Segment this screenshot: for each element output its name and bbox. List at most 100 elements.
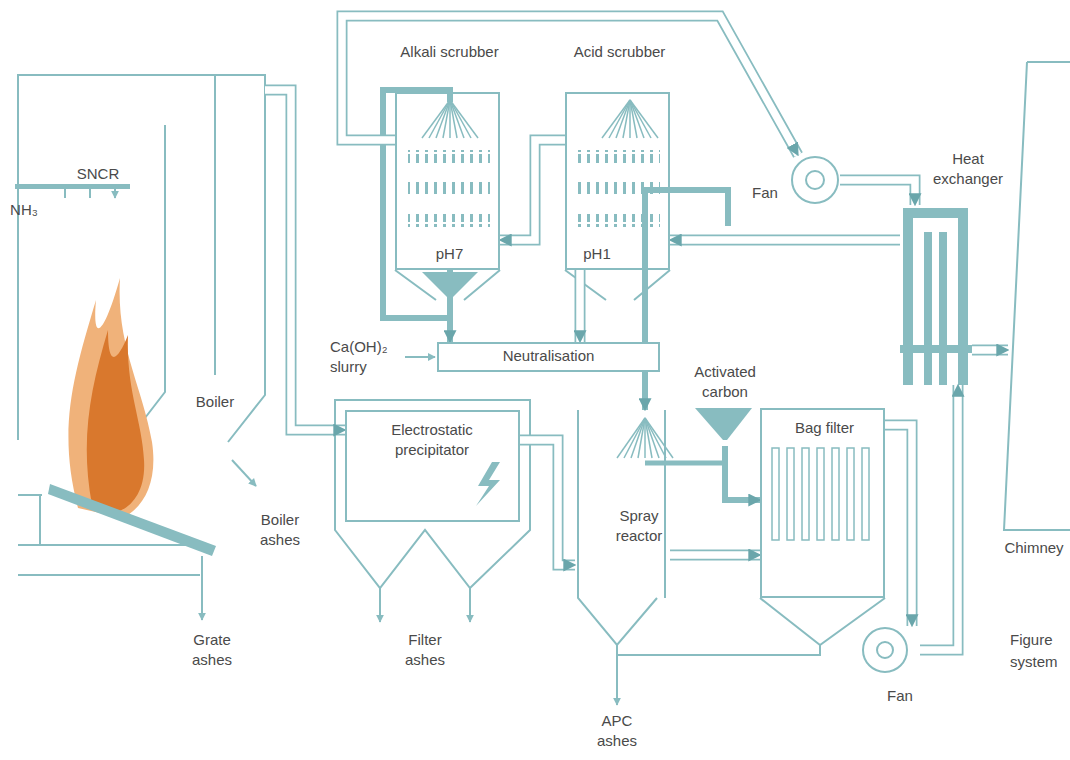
recirculation-pipe	[383, 90, 450, 318]
carbon-hopper: Activated carbon	[680, 360, 770, 446]
filter-bag	[787, 448, 794, 540]
spray-jet	[450, 100, 471, 138]
flow-connector	[342, 16, 798, 155]
spray-jet	[617, 418, 645, 458]
process-label: SNCR	[68, 164, 128, 184]
precipitator-box: Electrostatic precipitator	[345, 410, 520, 522]
duct-wall	[520, 440, 575, 565]
heat-exchanger-tubes	[900, 208, 972, 385]
output-label: APC ashes	[585, 711, 649, 751]
packing	[408, 150, 490, 163]
slurry-feed	[405, 356, 435, 358]
output-label: Grate ashes	[180, 630, 244, 670]
spray-jet	[443, 100, 450, 138]
spray-jet	[624, 418, 645, 458]
packing	[408, 214, 490, 227]
flow-connector	[645, 372, 646, 410]
node-heading: Acid scrubber	[567, 42, 672, 62]
chimney: Chimney	[1008, 60, 1070, 562]
duct-wall	[972, 345, 1008, 356]
spray-jet	[429, 100, 450, 138]
flow-connector	[920, 385, 958, 650]
flow-connector	[725, 446, 760, 500]
duct-inside	[670, 551, 760, 559]
packing	[408, 182, 490, 195]
grate-ash-outlet	[201, 556, 203, 620]
arrow-head	[972, 350, 1008, 351]
filter-bag	[862, 448, 869, 540]
chemical-label: NH₃	[4, 200, 44, 220]
duct-wall	[670, 550, 760, 561]
sncr-nozzles	[65, 188, 115, 198]
spray-jet	[609, 100, 630, 138]
carbon-hopper	[695, 408, 752, 440]
fan-impeller	[877, 642, 893, 658]
caption-fragment: system	[1010, 652, 1066, 672]
grate	[48, 484, 216, 556]
boiler-baffle	[214, 75, 216, 375]
duct-inside	[840, 180, 915, 205]
electrode-symbol	[476, 462, 500, 506]
pipe	[725, 446, 760, 500]
output-label: Boiler ashes	[248, 510, 312, 550]
node-heading: Alkali scrubber	[397, 42, 502, 62]
spray-pipe	[645, 461, 725, 466]
sncr-lance	[15, 184, 130, 189]
esp-housing	[335, 400, 530, 588]
node-label: pH7	[397, 244, 502, 264]
duct-wall	[500, 140, 565, 240]
boiler: Boiler	[165, 75, 265, 445]
node-heading: Heat exchanger	[928, 149, 1008, 189]
flow-connector	[520, 440, 575, 565]
packing	[578, 150, 660, 163]
arrow-head	[450, 270, 451, 342]
esp-ash-outlet	[469, 588, 471, 622]
heat-exchanger: Heat exchanger	[900, 205, 972, 385]
arrow-head	[265, 90, 345, 430]
node-label: Activated carbon	[680, 362, 770, 402]
filter-bag	[802, 448, 809, 540]
spray-jet	[630, 100, 651, 138]
duct-wall	[885, 425, 912, 626]
fan-casing	[863, 628, 907, 672]
duct-wall	[342, 16, 798, 155]
filter-bag	[832, 448, 839, 540]
filter-bag	[772, 448, 779, 540]
arrow-head	[520, 440, 575, 565]
flow-connector	[972, 350, 1008, 351]
flow-connector	[580, 270, 581, 342]
spray-jet	[631, 418, 645, 458]
node-label: Electrostatic precipitator	[367, 420, 497, 460]
chimney-outline	[1004, 62, 1070, 530]
chemical-label: Ca(OH)₂ slurry	[330, 337, 402, 377]
fan: Fan	[745, 155, 840, 207]
flow-connector	[670, 555, 760, 556]
arrow-head	[885, 425, 912, 626]
flow-connector	[885, 425, 912, 626]
flow-connector	[450, 270, 451, 342]
process-box: Neutralisation	[437, 342, 660, 372]
flow-connector	[670, 240, 900, 241]
arrow-head	[342, 16, 798, 155]
node-label: Boiler	[165, 392, 265, 412]
spray-jet	[638, 418, 645, 458]
spray-jet	[436, 100, 450, 138]
duct-wall	[840, 180, 915, 205]
node-label: Fan	[875, 686, 925, 706]
output-label: Filter ashes	[393, 630, 457, 670]
spray-jet	[602, 100, 630, 138]
spray-jet	[630, 100, 644, 138]
spray-jet	[645, 418, 673, 458]
flow-connector	[265, 90, 345, 430]
esp-ash-outlet	[379, 588, 381, 622]
pipe	[447, 270, 453, 342]
spray-jet	[450, 100, 478, 138]
node-label: Chimney	[1004, 538, 1064, 558]
duct-inside	[265, 90, 345, 430]
duct-inside	[920, 385, 958, 650]
boiler-ash-arrow	[232, 460, 256, 486]
spray-jet	[645, 418, 666, 458]
duct-inside	[500, 140, 565, 240]
duct-inside	[972, 346, 1008, 354]
duct-wall	[920, 385, 958, 650]
